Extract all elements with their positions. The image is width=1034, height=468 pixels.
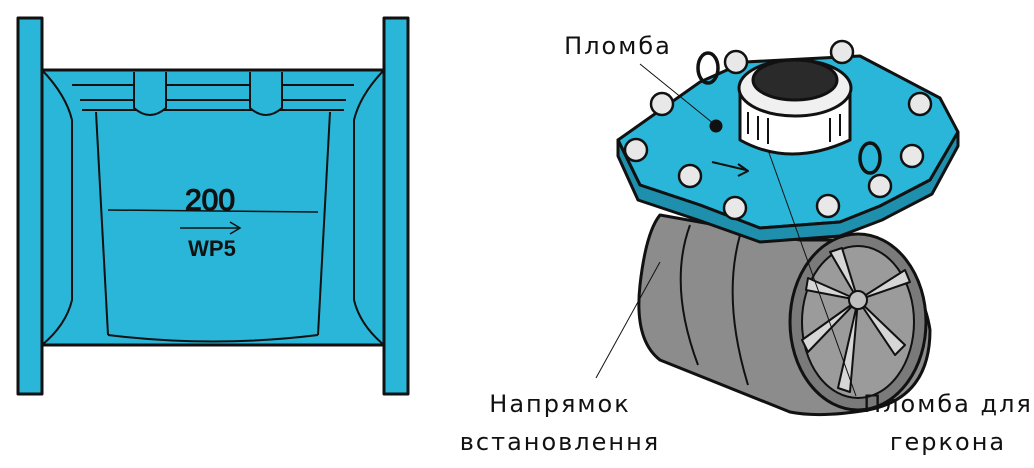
- center-seam: [107, 209, 319, 213]
- leader-lines: [595, 63, 857, 397]
- register-lid: [751, 58, 839, 102]
- reed-seal-leader: [767, 149, 857, 397]
- flow-straightener: [801, 247, 911, 393]
- bolt-icon: [899, 143, 925, 169]
- direction-leader: [595, 261, 661, 379]
- left-flange: [16, 16, 44, 396]
- cover-bolts: [623, 39, 933, 221]
- body-waist: [41, 69, 73, 346]
- bolt-icon: [649, 91, 675, 117]
- body-waist-right: [353, 69, 385, 346]
- bolt-icon: [907, 91, 933, 117]
- top-cover: [72, 84, 354, 111]
- seal-leader: [639, 63, 715, 125]
- bolt-icon: [829, 39, 855, 65]
- top-boss-left: [133, 72, 167, 116]
- flow-arrow-icon: [180, 221, 242, 235]
- cover-plate-edge: [616, 130, 960, 244]
- inner-panel: [95, 111, 331, 336]
- top-boss-right: [249, 72, 283, 116]
- reed-seal-label-line1: Пломба для: [863, 390, 1033, 418]
- direction-arrow-icon: [711, 161, 749, 177]
- seal-label: Пломба: [564, 32, 672, 60]
- side-view: [16, 16, 410, 396]
- bolt-icon: [722, 195, 748, 221]
- bolt-icon: [815, 193, 841, 219]
- model-text: WP5: [188, 236, 236, 261]
- bolt-icon: [677, 163, 703, 189]
- right-flange: [382, 16, 410, 396]
- lifting-eye-icon: [696, 51, 882, 175]
- reed-seal-label-line2: геркона: [890, 428, 1006, 456]
- straightener-hub: [848, 290, 868, 310]
- bottom-lip: [107, 334, 319, 343]
- isometric-view: [616, 39, 960, 417]
- pipe-band: [679, 224, 749, 386]
- nominal-size-text: 200: [185, 184, 235, 217]
- outlet-inner: [801, 245, 915, 399]
- bolt-icon: [623, 137, 649, 163]
- bolt-icon: [867, 173, 893, 199]
- register-grip: [747, 112, 841, 144]
- direction-label-line1: Напрямок: [489, 390, 630, 418]
- direction-label-line2: встановлення: [460, 428, 660, 456]
- bolt-icon: [723, 49, 749, 75]
